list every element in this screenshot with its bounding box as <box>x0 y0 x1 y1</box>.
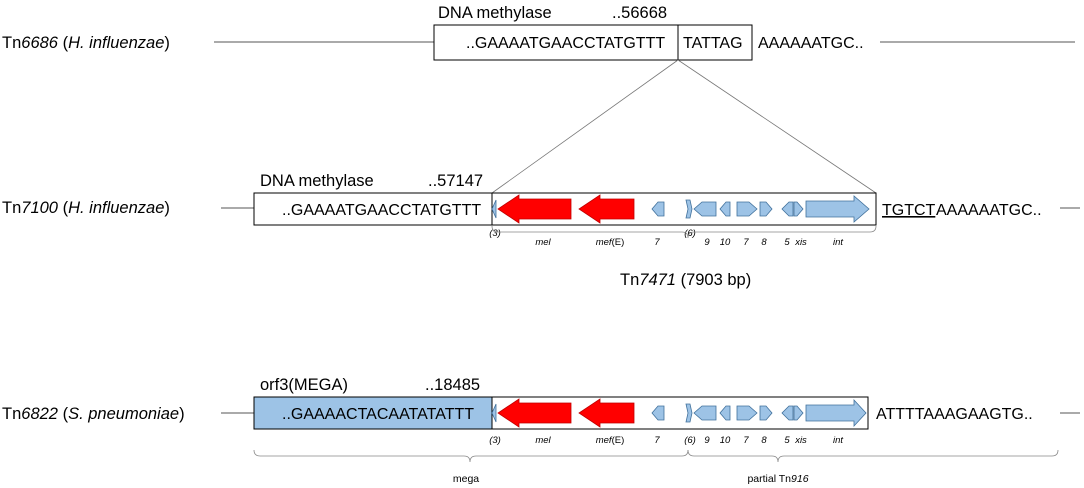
mef-arrow <box>578 194 635 224</box>
gene-label: orf3(MEGA) <box>260 376 348 394</box>
partial-tn916-label: partial Tn916 <box>747 473 808 485</box>
tn7471-label: Tn7471 (7903 bp) <box>620 271 751 289</box>
gene-label: DNA methylase <box>438 4 552 22</box>
gene-arrows <box>491 194 870 224</box>
orf9-arrow <box>693 405 717 421</box>
label-orf7b: 7 <box>743 237 749 248</box>
label-xis: xis <box>794 237 807 248</box>
orf7b-arrow <box>736 405 758 421</box>
orf3-arrow <box>491 403 497 423</box>
right-sequence: ATTTTAAAGAAGTG.. <box>876 406 1033 423</box>
orf8-arrow <box>759 201 773 217</box>
label-xis: xis <box>794 435 807 446</box>
label-orf3: (3) <box>489 228 501 239</box>
label-orf10: 10 <box>720 237 731 248</box>
insertion-line-left <box>491 59 679 194</box>
track-tn6686: Tn6686 (H. influenzae) DNA methylase ..5… <box>2 4 1075 61</box>
mel-arrow <box>497 398 572 428</box>
right-sequence: AAAAAATGC.. <box>936 202 1042 219</box>
int-arrow <box>805 398 867 428</box>
orf10-arrow <box>719 405 731 421</box>
orf6-arrow <box>685 403 693 423</box>
orf7a-arrow <box>651 201 665 217</box>
label-orf3: (3) <box>489 435 501 446</box>
mega-bracket <box>253 449 689 463</box>
mega-box <box>253 396 493 430</box>
left-sequence: ..GAAAATGAACCTATGTTT <box>282 202 481 219</box>
left-flank-box <box>253 192 493 226</box>
label-mef: mef(E) <box>596 237 625 248</box>
label-orf8: 8 <box>761 237 767 248</box>
track-tn6822: Tn6822 (S. pneumoniae) orf3(MEGA) ..1848… <box>2 376 1080 485</box>
orf8-arrow <box>759 405 773 421</box>
label-orf5: 5 <box>784 237 790 248</box>
label-mel: mel <box>535 435 551 446</box>
track-tn7100: Tn7100 (H. influenzae) DNA methylase ..5… <box>2 172 1080 289</box>
label-orf7a: 7 <box>654 435 660 446</box>
orf5-arrow <box>781 201 794 217</box>
tn7471-bracket <box>491 225 877 239</box>
left-sequence: ..GAAAATGAACCTATGTTT <box>466 35 665 52</box>
label-orf6: (6) <box>684 435 696 446</box>
label-mef: mef(E) <box>596 435 625 446</box>
label-orf7a: 7 <box>654 237 660 248</box>
gene-arrows <box>491 398 867 428</box>
left-sequence: ..GAAAACTACAATATATTT <box>282 406 474 423</box>
orf7b-arrow <box>736 201 758 217</box>
label-int: int <box>833 435 843 446</box>
label-orf9: 9 <box>704 237 710 248</box>
partial-tn916-bracket <box>687 449 1059 463</box>
label-orf10: 10 <box>720 435 731 446</box>
gene-labels: (3) mel mef(E) 7 (6) 9 10 7 8 5 xis int <box>489 435 843 446</box>
track-tn6822-name: Tn6822 (S. pneumoniae) <box>2 405 185 423</box>
xis-arrow <box>793 405 804 421</box>
left-flank-box <box>433 24 679 61</box>
int-arrow <box>805 195 870 223</box>
gene-labels: (3) mel mef(E) 7 (6) 9 10 7 8 5 xis int <box>489 228 843 248</box>
xis-arrow <box>793 201 804 217</box>
mega-label: mega <box>453 473 479 485</box>
track-tn7100-name: Tn7100 (H. influenzae) <box>2 199 170 217</box>
coordinate-label: ..18485 <box>425 376 480 394</box>
target-site-sequence: TGTCT <box>882 202 936 219</box>
track-tn6686-name: Tn6686 (H. influenzae) <box>2 34 170 52</box>
orf6-arrow <box>685 199 693 219</box>
gene-label: DNA methylase <box>260 172 374 190</box>
label-orf5: 5 <box>784 435 790 446</box>
orf7a-arrow <box>651 405 665 421</box>
orf9-arrow <box>693 201 717 217</box>
orf10-arrow <box>719 201 731 217</box>
label-orf9: 9 <box>704 435 710 446</box>
label-orf7b: 7 <box>743 435 749 446</box>
mef-arrow <box>578 398 635 428</box>
label-orf8: 8 <box>761 435 767 446</box>
right-sequence: AAAAAATGC.. <box>758 35 864 52</box>
label-mel: mel <box>535 237 551 248</box>
orf3-arrow <box>491 199 497 219</box>
coordinate-label: ..56668 <box>612 4 667 22</box>
insertion-line-right <box>677 59 877 194</box>
orf5-arrow <box>781 405 794 421</box>
target-site-box <box>677 24 753 61</box>
mel-arrow <box>497 194 572 224</box>
label-int: int <box>833 237 843 248</box>
target-site-sequence: TATTAG <box>683 35 743 52</box>
coordinate-label: ..57147 <box>428 172 483 190</box>
